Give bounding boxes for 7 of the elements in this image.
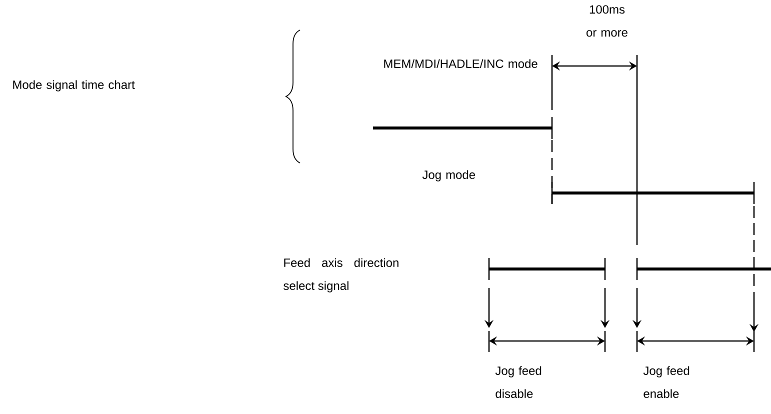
text-label: 100ms or more [586, 5, 628, 37]
text-label: Jog feed enable [643, 366, 690, 398]
text-label: Jog mode [422, 170, 476, 182]
text-label: Mode signal time chart [13, 80, 135, 92]
text-label: Feed axis direction select signal [284, 258, 398, 292]
text-label: Jog feed disable [495, 366, 542, 398]
text-label: MEM/MDI/HADLE/INC mode [384, 59, 538, 68]
